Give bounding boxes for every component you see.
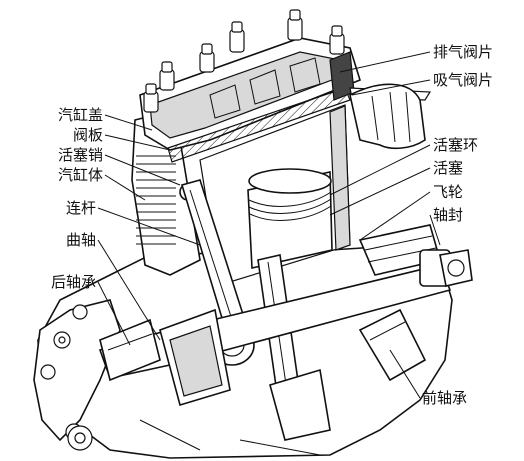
shaft-seal [419,249,473,287]
label-valve-plate: 阀板 [73,126,103,144]
piston-ring-2 [248,198,332,214]
rear-flange-bolt-3 [40,364,56,380]
compressor-illustration [33,9,473,459]
label-intake-valve: 吸气阀片 [433,71,493,89]
label-front-bearing: 前轴承 [422,389,467,407]
label-piston-ring: 活塞环 [433,136,478,154]
label-cylinder-block: 汽缸体 [58,166,103,184]
head-bolts [143,9,345,113]
leader-lines [97,51,441,399]
label-rear-bearing: 后轴承 [51,273,96,291]
labels: 排气阀片 吸气阀片 汽缸盖 阀板 活塞销 汽缸体 活塞环 活塞 飞轮 轴封 连杆… [51,43,493,407]
intake-chamber [349,83,426,150]
front-bearing [358,308,427,382]
label-crankshaft: 曲轴 [66,231,96,249]
label-piston: 活塞 [433,159,463,177]
piston-ring-3 [249,205,332,221]
valve-plate [167,87,351,163]
label-shaft-seal: 轴封 [433,206,463,224]
label-exhaust-valve: 排气阀片 [433,43,493,61]
rear-flange-bolt-2 [72,304,88,320]
label-piston-pin: 活塞销 [58,146,103,164]
label-flywheel: 飞轮 [433,183,463,201]
rear-bearing [99,318,161,382]
label-connecting-rod: 连杆 [66,199,96,217]
label-cylinder-head: 汽缸盖 [58,106,103,124]
piston-ring-1 [248,191,332,207]
piston [247,168,333,269]
